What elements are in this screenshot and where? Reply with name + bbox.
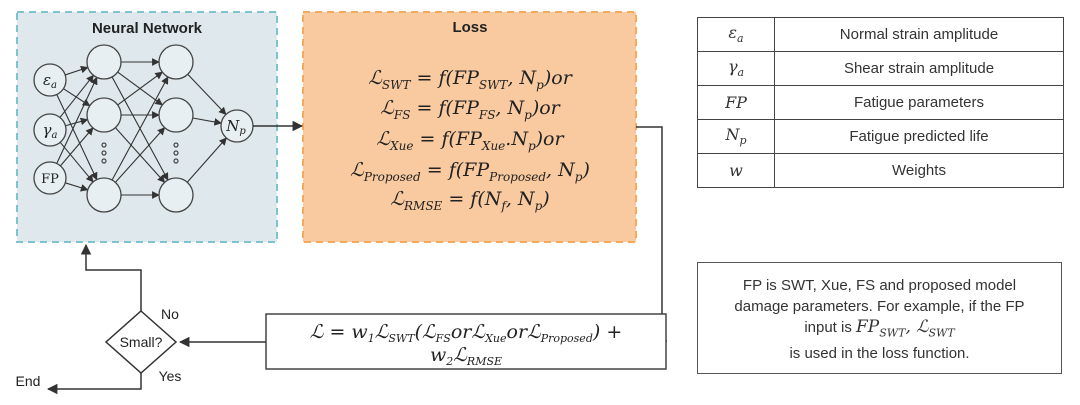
note-line-3: input is FPSWT, ℒSWT <box>698 317 1061 343</box>
nn-edge <box>59 127 94 167</box>
nn-edge <box>56 94 98 181</box>
nn-edge <box>111 76 169 181</box>
hidden-node <box>158 97 194 133</box>
legend-symbol-sub: a <box>737 32 744 46</box>
input-node <box>33 113 67 147</box>
neural-network-title: Neural Network <box>92 20 203 37</box>
legend-symbol-main: N <box>725 125 740 145</box>
loss-equation: ℒXue = f(FPXue.Np)or <box>376 128 565 153</box>
note-math-loss-main: ℒ <box>916 317 929 337</box>
combined-loss-box <box>265 313 667 370</box>
legend-description: Fatigue parameters <box>774 85 1064 120</box>
note-line-2: damage parameters. For example, if the F… <box>734 298 1025 315</box>
arrow-no-to-nn <box>80 243 142 311</box>
ellipsis-dot <box>101 150 107 156</box>
combined-loss-formula: ℒ = w1ℒSWT(ℒFSorℒXueorℒProposed) +w2ℒRMS… <box>310 321 623 368</box>
combined-loss-line-1: ℒ = w1ℒSWT(ℒFSorℒXueorℒProposed) + <box>310 321 623 345</box>
nn-edge <box>192 117 223 126</box>
legend-symbol: Np <box>697 119 775 154</box>
note-math-fp-main: FP <box>856 317 880 337</box>
input-node <box>33 63 67 97</box>
hidden-node <box>86 97 122 133</box>
input-node-label: FP <box>41 172 59 187</box>
end-label: End <box>16 373 41 389</box>
ellipsis-dot <box>173 142 179 148</box>
legend-symbol-main: ε <box>728 23 738 43</box>
legend-row: FP Fatigue parameters <box>697 85 1064 120</box>
nn-edge <box>65 117 89 127</box>
nn-edge <box>59 141 94 183</box>
nn-edge <box>187 73 227 115</box>
hidden-node <box>158 44 194 80</box>
nn-edge <box>56 76 98 164</box>
nn-edge <box>186 137 227 183</box>
legend-symbol-main: FP <box>725 93 747 112</box>
loss-box <box>302 11 637 243</box>
legend-symbol: FP <box>697 85 775 120</box>
ellipsis-dot <box>173 158 179 164</box>
note-box: FP is SWT, Xue, FS and proposed model da… <box>697 262 1062 374</box>
arrow-loss-to-combined <box>636 126 667 342</box>
nn-edge <box>117 71 163 106</box>
hidden-node <box>158 177 194 213</box>
decision-yes-label: Yes <box>159 368 182 384</box>
legend-symbol-sub: a <box>737 66 745 80</box>
loss-equation: ℒProposed = f(FPProposed, Np) <box>350 159 590 184</box>
note-math-fp-sub: SWT <box>879 326 906 340</box>
hidden-node <box>86 177 122 213</box>
note-math-sep: , <box>905 317 917 337</box>
ellipsis-dot <box>101 142 107 148</box>
ellipsis-dot <box>173 150 179 156</box>
legend-description: Fatigue predicted life <box>774 119 1064 154</box>
legend-symbol-sub: p <box>739 134 747 148</box>
note-math-fp: FPSWT <box>856 317 906 340</box>
loss-title: Loss <box>452 19 487 36</box>
loss-equation: ℒFS = f(FPFS, Np)or <box>380 97 561 122</box>
loss-equation: ℒRMSE = f(Nf, Np) <box>390 188 549 213</box>
note-line-1: FP is SWT, Xue, FS and proposed model <box>742 277 1017 294</box>
note-math-loss: ℒSWT <box>916 317 955 340</box>
arrow-yes-to-end <box>46 373 142 395</box>
legend-symbol: γa <box>697 51 775 86</box>
legend-symbol-main: γ <box>727 57 738 77</box>
hidden-node <box>86 44 122 80</box>
loss-equation: ℒSWT = f(FPSWT, Np)or <box>368 67 573 92</box>
legend-description: Shear strain amplitude <box>774 51 1064 86</box>
legend-description: Normal strain amplitude <box>774 17 1064 52</box>
note-line-3-prefix: input is <box>804 319 857 336</box>
combined-loss-line-2: w2ℒRMSE <box>430 344 502 368</box>
ellipsis-dot <box>101 158 107 164</box>
nn-edge <box>65 182 89 192</box>
decision-label: Small? <box>120 334 163 350</box>
legend-symbol: εa <box>697 17 775 52</box>
input-node <box>33 161 67 195</box>
note-line-4: is used in the loss function. <box>789 345 970 363</box>
nn-edge <box>59 74 94 118</box>
nn-connections <box>56 58 227 199</box>
nn-edge <box>114 127 166 183</box>
decision-no-label: No <box>161 306 179 322</box>
nn-edge <box>65 65 89 76</box>
legend-symbol: w <box>697 153 775 188</box>
legend-row: w Weights <box>697 153 1064 188</box>
legend-description: Weights <box>774 153 1064 188</box>
note-math-loss-sub: SWT <box>928 326 955 340</box>
legend-symbol-main: w <box>729 161 743 180</box>
